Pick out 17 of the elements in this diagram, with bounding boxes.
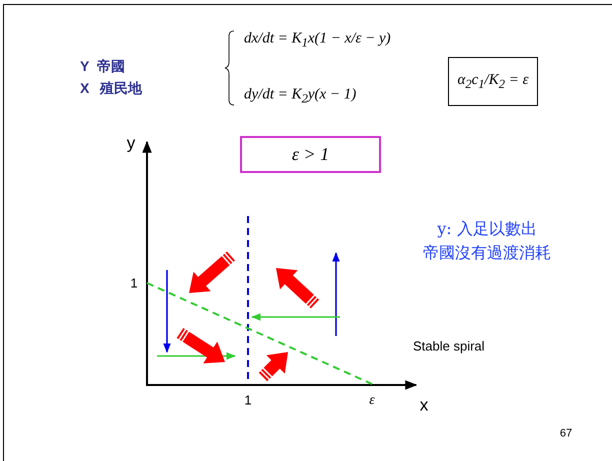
- note-text: 帝國沒有過渡消耗: [423, 245, 551, 261]
- legend-letter: X: [80, 81, 90, 95]
- legend-letter: Y: [80, 59, 90, 73]
- equation: dx/dt = K$_{1}$x(1 − x/ε − y): [244, 31, 391, 49]
- tick-label: ε: [369, 394, 375, 408]
- equation: dy/dt = K$_{2}$y(x − 1): [244, 87, 356, 105]
- legend-text: 帝國: [97, 59, 125, 73]
- axis-label: x: [420, 396, 428, 414]
- note-text: y: 入足以數出: [437, 221, 537, 237]
- page-number: 67: [560, 428, 572, 440]
- legend-text: 殖民地: [100, 81, 142, 95]
- tick-label: 1: [244, 394, 252, 406]
- annotation-text: Stable spiral: [413, 340, 485, 352]
- condition-box: ε > 1: [240, 136, 381, 173]
- tick-label: 1: [130, 276, 138, 290]
- formula-box: α$_{2}$c$_{1}$/K$_{2}$ = ε: [448, 57, 538, 106]
- axis-label: y: [126, 134, 136, 152]
